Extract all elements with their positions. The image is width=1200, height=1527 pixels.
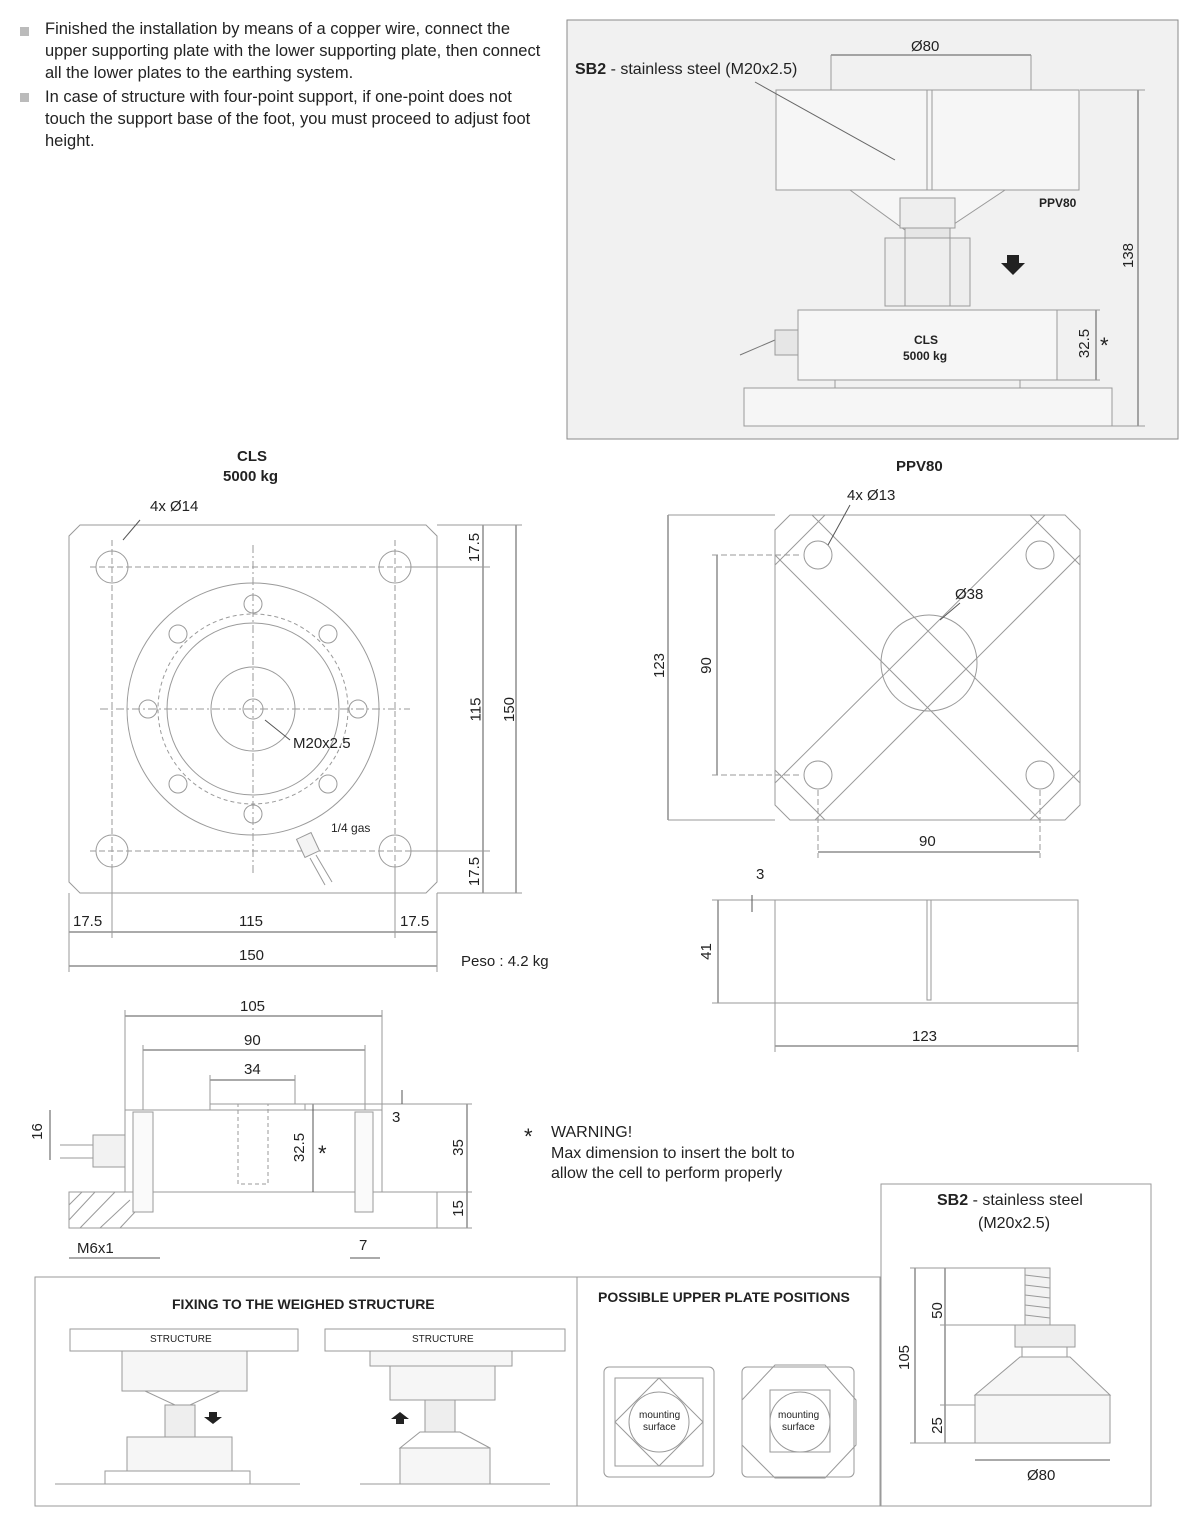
warning-line-2: allow the cell to perform properly bbox=[551, 1165, 783, 1182]
mounting-label-1a: mounting bbox=[639, 1410, 681, 1421]
cls-b-left: 17.5 bbox=[73, 913, 103, 930]
ppv80-holes: 4x Ø13 bbox=[847, 487, 896, 504]
cls-capacity: 5000 kg bbox=[223, 468, 279, 485]
bullet-icon bbox=[20, 93, 29, 102]
ppv80-dim-bottom: 90 bbox=[919, 833, 936, 850]
note-foot-height: In case of structure with four-point sup… bbox=[45, 88, 531, 150]
sb2-heading: SB2 - stainless steel bbox=[937, 1193, 1083, 1209]
mounting-label-1b: surface bbox=[643, 1422, 676, 1433]
assembly-cls-label: CLS bbox=[914, 333, 938, 347]
ppv80-top-view bbox=[667, 504, 1081, 858]
cls-gas: 1/4 gas bbox=[331, 821, 371, 835]
ppv80-dim-inner: 90 bbox=[697, 657, 715, 674]
sb2-thread: (M20x2.5) bbox=[978, 1215, 1051, 1232]
side-dim-7: 7 bbox=[359, 1237, 368, 1254]
assembly-ppv80-label: PPV80 bbox=[1039, 196, 1077, 210]
side-dim-90: 90 bbox=[244, 1032, 261, 1049]
sb2-dim-25: 25 bbox=[928, 1417, 946, 1434]
ppv80-dim-total: 123 bbox=[651, 652, 669, 679]
side-dim-35: 35 bbox=[449, 1139, 467, 1156]
cls-dim-mid: 115 bbox=[467, 697, 485, 722]
cls-dim-top: 17.5 bbox=[466, 532, 484, 563]
warning-title: WARNING! bbox=[551, 1124, 633, 1141]
note-earthing: Finished the installation by means of a … bbox=[45, 20, 541, 82]
mounting-label-2b: surface bbox=[782, 1422, 815, 1433]
cls-weight: Peso : 4.2 kg bbox=[461, 953, 549, 970]
ppv80-side-height: 41 bbox=[697, 943, 715, 960]
side-dim-32-5: 32.5 bbox=[291, 1132, 309, 1163]
sb2-material: - stainless steel bbox=[968, 1192, 1083, 1209]
cls-side-view bbox=[49, 1010, 472, 1259]
assembly-capacity-label: 5000 kg bbox=[903, 349, 948, 363]
assembly-diameter: Ø80 bbox=[911, 38, 940, 55]
warning-star: * bbox=[524, 1124, 533, 1149]
warning-line-1: Max dimension to insert the bolt to bbox=[551, 1145, 795, 1162]
cls-dim-bottom: 17.5 bbox=[466, 856, 484, 887]
ppv80-side-width: 123 bbox=[912, 1028, 938, 1045]
sb2-view bbox=[880, 1183, 1152, 1507]
positions-title: POSSIBLE UPPER PLATE POSITIONS bbox=[598, 1289, 850, 1305]
cls-b-total: 150 bbox=[239, 947, 265, 964]
cls-holes: 4x Ø14 bbox=[150, 498, 199, 515]
ppv80-side-view bbox=[712, 895, 1079, 1052]
side-dim-34: 34 bbox=[244, 1061, 261, 1078]
sb2-dim-50: 50 bbox=[928, 1302, 946, 1319]
ppv80-slot-dim: 3 bbox=[756, 866, 765, 883]
cls-dim-total: 150 bbox=[501, 696, 519, 723]
mounting-label-2a: mounting bbox=[778, 1410, 820, 1421]
assembly-bolt-dim: 32.5 bbox=[1076, 328, 1094, 359]
side-dim-15: 15 bbox=[449, 1200, 467, 1217]
cls-top-view bbox=[68, 519, 522, 972]
sb2-diameter: Ø80 bbox=[1027, 1467, 1056, 1484]
sb2-code: SB2 bbox=[575, 61, 607, 78]
side-warning-star: * bbox=[318, 1141, 327, 1166]
assembly-view bbox=[566, 19, 1179, 440]
fixing-title: FIXING TO THE WEIGHED STRUCTURE bbox=[172, 1296, 435, 1312]
cls-b-mid: 115 bbox=[239, 913, 263, 930]
cls-thread: M20x2.5 bbox=[293, 735, 351, 752]
ppv80-center-hole: Ø38 bbox=[955, 586, 984, 603]
assembly-height-dim: 138 bbox=[1120, 242, 1138, 269]
cls-title: CLS bbox=[237, 448, 267, 465]
side-dim-105: 105 bbox=[240, 998, 266, 1015]
cls-b-right: 17.5 bbox=[400, 913, 430, 930]
side-dim-3: 3 bbox=[392, 1109, 401, 1126]
fixing-structure-label-1: STRUCTURE bbox=[150, 1334, 212, 1345]
side-dim-16: 16 bbox=[28, 1123, 46, 1140]
assembly-sb2-label: SB2 - stainless steel (M20x2.5) bbox=[575, 62, 797, 78]
bottom-panel bbox=[34, 1276, 881, 1507]
sb2-title: SB2 bbox=[937, 1192, 969, 1209]
assembly-warning-star: * bbox=[1100, 333, 1109, 358]
side-m6-thread: M6x1 bbox=[77, 1240, 114, 1257]
bullet-icon bbox=[20, 27, 29, 36]
ppv80-title: PPV80 bbox=[896, 458, 943, 475]
sb2-dim-105: 105 bbox=[896, 1344, 914, 1371]
sb2-description: - stainless steel (M20x2.5) bbox=[606, 61, 798, 78]
fixing-structure-label-2: STRUCTURE bbox=[412, 1334, 474, 1345]
